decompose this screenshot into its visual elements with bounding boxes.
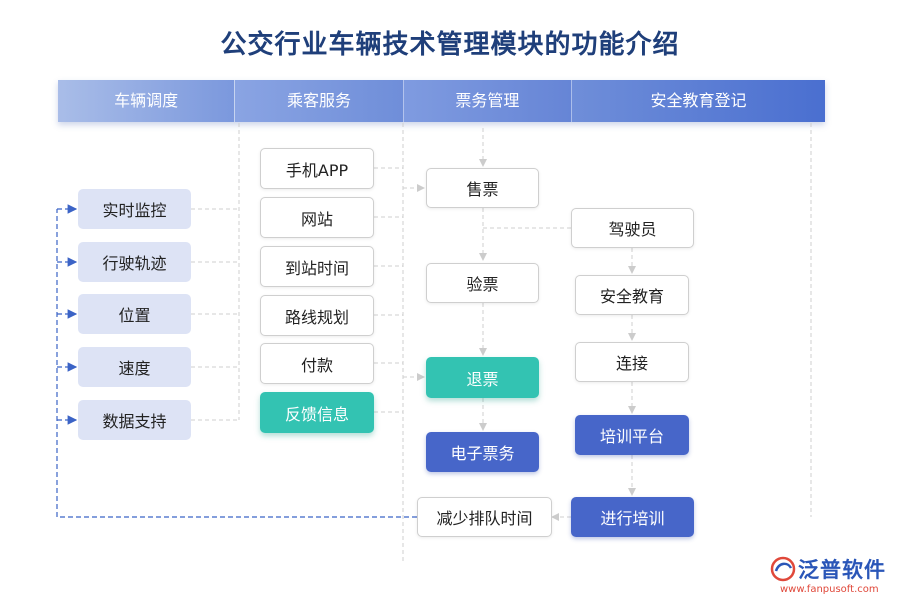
node-feedback: 反馈信息 [260, 392, 374, 433]
node-conduct-training: 进行培训 [571, 497, 694, 537]
node-mobile-app: 手机APP [260, 148, 374, 189]
page-title: 公交行业车辆技术管理模块的功能介绍 [220, 30, 680, 60]
brand-name: 泛普软件 [798, 558, 886, 582]
node-route-planning: 路线规划 [260, 295, 374, 336]
node-position: 位置 [78, 294, 191, 334]
node-reduce-queue: 减少排队时间 [417, 497, 552, 537]
brand-logo: 泛普软件 www.fanpusoft.com [770, 552, 894, 596]
node-speed: 速度 [78, 347, 191, 387]
category-header: 车辆调度 乘客服务 票务管理 安全教育登记 [58, 80, 825, 122]
node-ticket-refund: 退票 [426, 357, 539, 398]
brand-url: www.fanpusoft.com [780, 584, 879, 595]
node-data-support: 数据支持 [78, 400, 191, 440]
node-website: 网站 [260, 197, 374, 238]
node-ticket-check: 验票 [426, 263, 539, 303]
node-realtime-monitor: 实时监控 [78, 189, 191, 229]
node-driver: 驾驶员 [571, 208, 694, 248]
header-passenger-service: 乘客服务 [235, 80, 404, 122]
header-ticket-management: 票务管理 [403, 80, 572, 122]
node-driving-track: 行驶轨迹 [78, 242, 191, 282]
header-safety-education: 安全教育登记 [572, 80, 825, 122]
node-training-platform: 培训平台 [575, 415, 689, 455]
node-connection: 连接 [575, 342, 689, 382]
node-payment: 付款 [260, 343, 374, 384]
node-arrival-time: 到站时间 [260, 246, 374, 287]
brand-logo-icon [770, 556, 796, 582]
node-e-ticket: 电子票务 [426, 432, 539, 472]
header-vehicle-dispatch: 车辆调度 [58, 80, 236, 122]
node-safety-education: 安全教育 [575, 275, 689, 315]
node-ticket-sale: 售票 [426, 168, 539, 208]
